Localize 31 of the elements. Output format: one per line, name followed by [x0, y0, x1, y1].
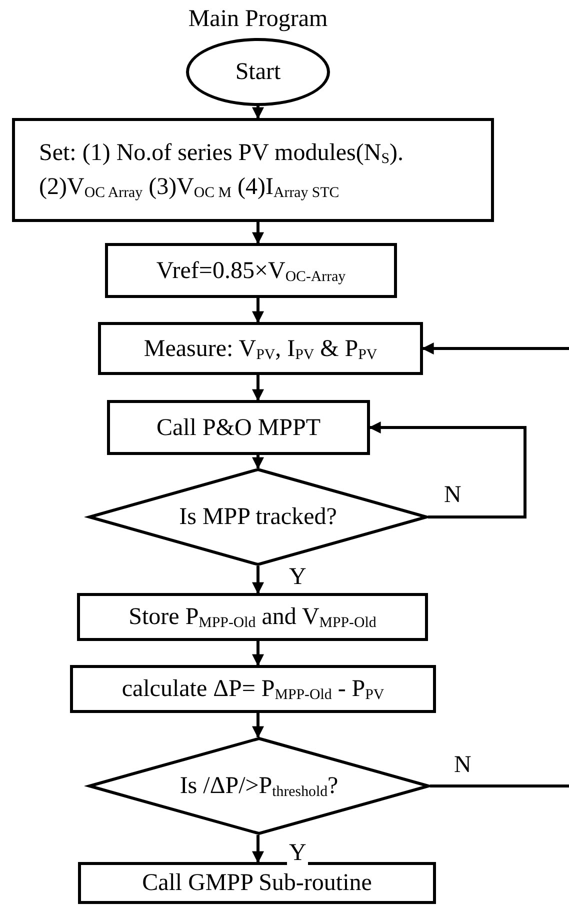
diagram-title: Main Program — [187, 5, 329, 34]
step-text: calculate ΔP= P$_{MPP-Old}$ - P$_{PV}$ — [122, 675, 384, 705]
process-box — [105, 243, 397, 298]
step-text: Measure: V$_{PV}$, I$_{PV}$ & P$_{PV}$ — [144, 334, 378, 364]
step-text: Vref=0.85×V$_{OC-Array}$ — [156, 256, 346, 286]
step-text: (2)V$_{OC Array}$ (3)V$_{OC M}$ (4)I$_{Array STC}$ — [39, 173, 340, 203]
arrow — [252, 298, 264, 324]
step-text: Store P$_{MPP-Old}$ and V$_{MPP-Old}$ — [128, 603, 376, 633]
arrow — [252, 835, 264, 864]
process-box — [107, 400, 370, 455]
arrow — [252, 713, 264, 738]
process-box — [98, 322, 423, 375]
arrow — [252, 566, 264, 594]
arrow — [368, 422, 526, 518]
process-box — [70, 665, 436, 713]
decision-text: Is MPP tracked? — [179, 503, 337, 532]
step-text: Call GMPP Sub-routine — [142, 869, 372, 898]
arrow — [252, 455, 264, 470]
step-text: Set: (1) No.of series PV modules(N$_{S}$). — [39, 139, 404, 169]
process-box — [12, 118, 494, 222]
arrow — [252, 106, 264, 120]
arrow — [252, 222, 264, 244]
step-text: Start — [235, 58, 281, 87]
connector-line — [430, 784, 569, 788]
arrow — [252, 375, 264, 402]
process-box — [78, 862, 436, 904]
decision-text: Is /ΔP/>P$_{threshold}$? — [180, 772, 338, 802]
step-text: Call P&O MPPT — [156, 414, 321, 442]
process-box — [77, 593, 428, 641]
arrow — [422, 342, 569, 354]
arrow — [252, 641, 264, 666]
